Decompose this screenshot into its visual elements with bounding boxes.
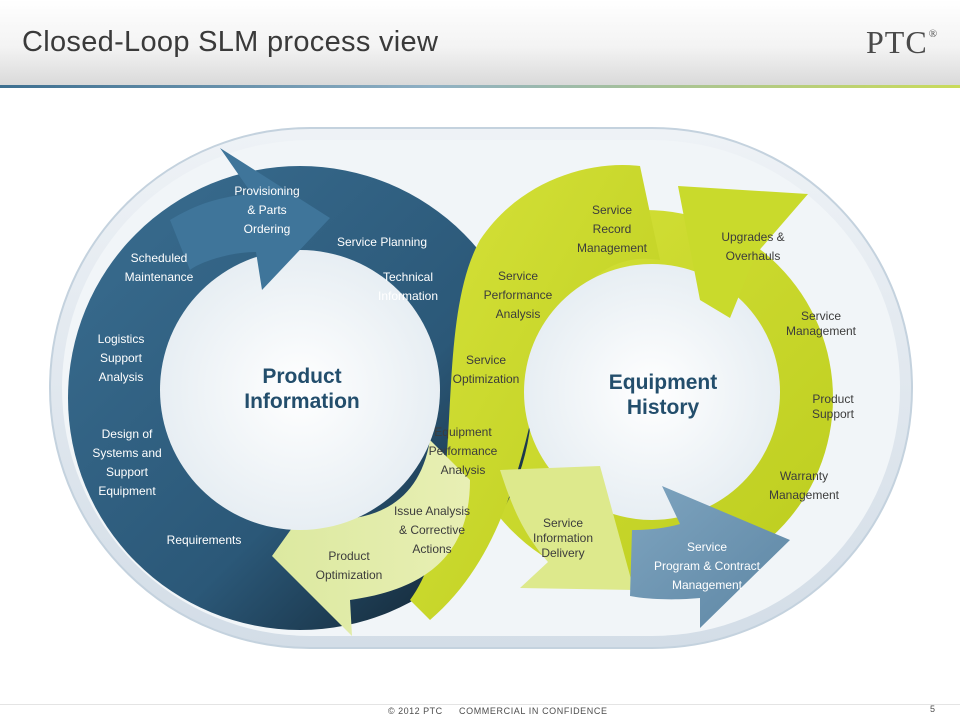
label-logistics-support-analysis: Logistics Support Analysis — [97, 332, 145, 384]
label-service-performance-analysis: Service Performance Analysis — [483, 269, 553, 321]
registered-mark: ® — [928, 28, 939, 40]
upgrades-arrow — [678, 186, 808, 318]
ptc-logo: PTC® — [866, 24, 938, 61]
label-equipment-performance-analysis: Equipment Performance Analysis — [428, 425, 498, 477]
label-warranty-management: Warranty Management — [768, 469, 840, 502]
label-issue-analysis: Issue Analysis & Corrective Actions — [393, 504, 471, 556]
label-scheduled-maintenance: Scheduled Maintenance — [124, 251, 194, 284]
logo-text: PTC — [866, 24, 928, 60]
label-service-record-management: Service Record Management — [576, 203, 648, 255]
service-info-delivery-arrow — [500, 466, 634, 590]
label-requirements: Requirements — [166, 533, 242, 547]
slide-footer — [0, 704, 960, 721]
label-service-information-delivery: Service Information Delivery — [532, 516, 594, 560]
page-number: 5 — [930, 704, 936, 714]
label-provisioning: Provisioning & Parts Ordering — [234, 184, 300, 236]
label-service-program-contract: Service Program & Contract Management — [653, 540, 761, 592]
label-service-optimization: Service Optimization — [452, 353, 520, 386]
label-upgrades-overhauls: Upgrades & Overhauls — [721, 230, 785, 263]
service-program-arrow — [630, 486, 790, 628]
slide-title: Closed-Loop SLM process view — [22, 26, 439, 58]
provisioning-arrow — [170, 148, 330, 290]
right-center-hole — [524, 264, 780, 520]
footer-copyright: © 2012 PTC — [388, 706, 443, 716]
label-service-planning: Service Planning — [336, 235, 428, 249]
label-technical-information: Technical Information — [377, 270, 439, 303]
label-design-of-systems: Design of Systems and Support Equipment — [92, 427, 162, 498]
left-center-hole — [160, 250, 440, 530]
product-information-title: Product Information — [244, 365, 360, 413]
label-product-support: Product Support — [811, 392, 855, 421]
header-accent-line — [0, 85, 960, 88]
label-service-management: Service Management — [785, 309, 857, 338]
label-product-optimization: Product Optimization — [315, 549, 383, 582]
slide-header — [0, 0, 960, 86]
equipment-history-title: Equipment History — [608, 371, 718, 419]
footer-confidentiality: COMMERCIAL IN CONFIDENCE — [459, 706, 608, 716]
